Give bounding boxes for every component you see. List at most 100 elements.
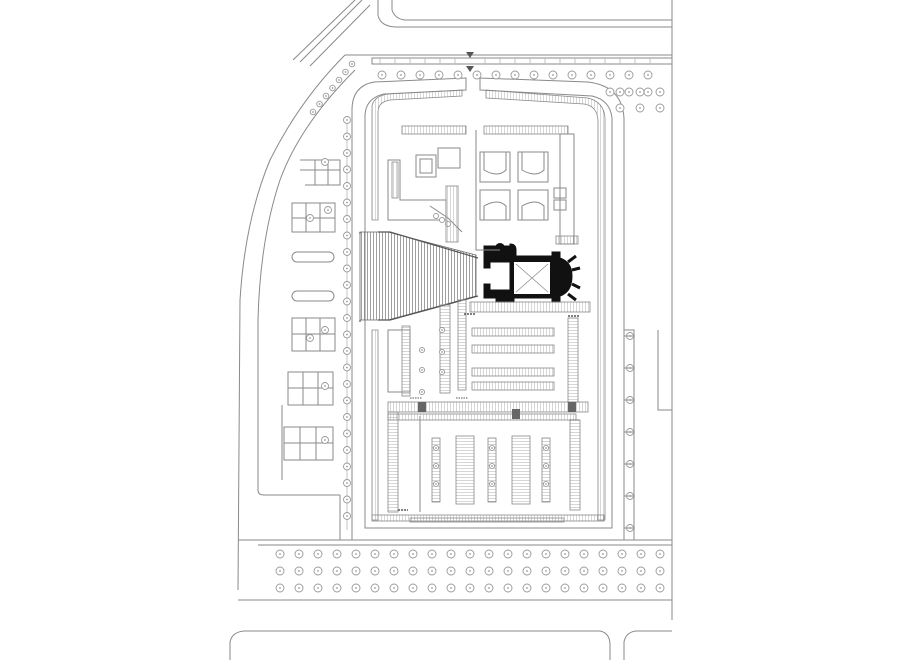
tree-symbol (343, 116, 351, 124)
ruined-church-footprint (483, 243, 581, 303)
tree-symbol (389, 549, 399, 559)
tree-symbol (542, 480, 550, 488)
tree-symbol (321, 158, 329, 166)
tree-symbol (579, 549, 589, 559)
tree-symbol (351, 566, 361, 576)
tree-symbol (275, 566, 285, 576)
tree-symbol (655, 549, 665, 559)
tree-symbol (343, 132, 351, 141)
tree-symbol (542, 462, 550, 470)
left-walkway-trees (343, 116, 351, 530)
tree-symbol (560, 566, 570, 576)
parking-left (281, 159, 341, 480)
tree-symbol (605, 70, 615, 80)
tree-symbol (598, 549, 608, 559)
tree-symbol (343, 198, 351, 207)
tree-symbol (377, 70, 387, 80)
tree-symbol (321, 436, 329, 444)
tree-symbol (324, 206, 332, 214)
tree-symbol (488, 444, 496, 452)
tree-symbol (343, 248, 351, 256)
central-seating-rows (387, 299, 591, 403)
tree-symbol (438, 368, 446, 376)
tree-grid (275, 60, 665, 593)
tree-symbol (309, 108, 317, 116)
tree-symbol (316, 100, 323, 108)
tree-symbol (343, 182, 351, 190)
tree-symbol (465, 583, 475, 593)
tree-symbol (446, 549, 456, 559)
tree-symbol (484, 549, 494, 559)
tree-symbol (635, 103, 645, 113)
road-south (229, 0, 673, 660)
tree-symbol (343, 380, 351, 388)
tree-symbol (432, 444, 440, 452)
tree-symbol (446, 566, 456, 576)
south-courts (387, 401, 589, 523)
tree-symbol (329, 84, 336, 92)
tree-symbol (427, 549, 437, 559)
tree-symbol (529, 70, 539, 80)
road-left-curve (237, 54, 672, 591)
tree-symbol (343, 264, 351, 273)
tree-symbol (418, 346, 426, 354)
tree-symbol (322, 92, 330, 100)
tree-symbol (446, 583, 456, 593)
tree-symbol (560, 583, 570, 593)
tree-symbol (294, 549, 304, 559)
tree-symbol (313, 583, 323, 593)
tree-symbol (465, 549, 475, 559)
tree-symbol (313, 566, 323, 576)
tree-symbol (335, 76, 343, 84)
tree-symbol (332, 583, 342, 593)
tree-symbol (370, 566, 380, 576)
entrance-ramp (359, 231, 479, 322)
tree-symbol (343, 495, 351, 504)
tree-symbol (438, 326, 446, 334)
tree-symbol (275, 549, 285, 559)
tree-symbol (342, 68, 349, 76)
tree-symbol (484, 583, 494, 593)
tree-symbol (306, 214, 314, 222)
tree-symbol (635, 87, 645, 97)
tree-symbol (396, 70, 406, 80)
tree-symbol (522, 583, 532, 593)
tree-symbol (343, 512, 351, 520)
tree-symbol (579, 566, 589, 576)
tree-symbol (598, 566, 608, 576)
tree-symbol (615, 87, 625, 97)
tree-symbol (415, 70, 425, 80)
tree-symbol (579, 583, 589, 593)
building-north-west (387, 125, 467, 243)
tree-symbol (522, 566, 532, 576)
tree-symbol (351, 583, 361, 593)
tree-symbol (343, 149, 351, 157)
tree-symbol (408, 566, 418, 576)
tree-symbol (655, 103, 665, 113)
tree-symbol (343, 330, 351, 339)
tree-symbol (503, 566, 513, 576)
tree-symbol (343, 231, 351, 240)
tree-symbol (472, 70, 482, 80)
tree-symbol (321, 382, 329, 390)
tree-symbol (418, 388, 426, 396)
tree-symbol (343, 363, 351, 372)
tree-symbol (488, 462, 496, 470)
tree-symbol (343, 429, 351, 438)
tree-symbol (343, 347, 351, 355)
tree-symbol (655, 87, 665, 97)
tree-symbol (343, 413, 351, 421)
tree-symbol (503, 583, 513, 593)
tree-symbol (605, 87, 615, 97)
tree-symbol (408, 549, 418, 559)
tree-symbol (617, 566, 627, 576)
tree-symbol (567, 70, 577, 80)
tree-symbol (294, 583, 304, 593)
tree-symbol (491, 70, 501, 80)
building-north-east (475, 125, 579, 251)
tree-symbol (343, 462, 351, 471)
tree-symbol (343, 446, 351, 454)
tree-symbol (389, 566, 399, 576)
tree-symbol (643, 70, 653, 80)
tree-symbol (370, 549, 380, 559)
